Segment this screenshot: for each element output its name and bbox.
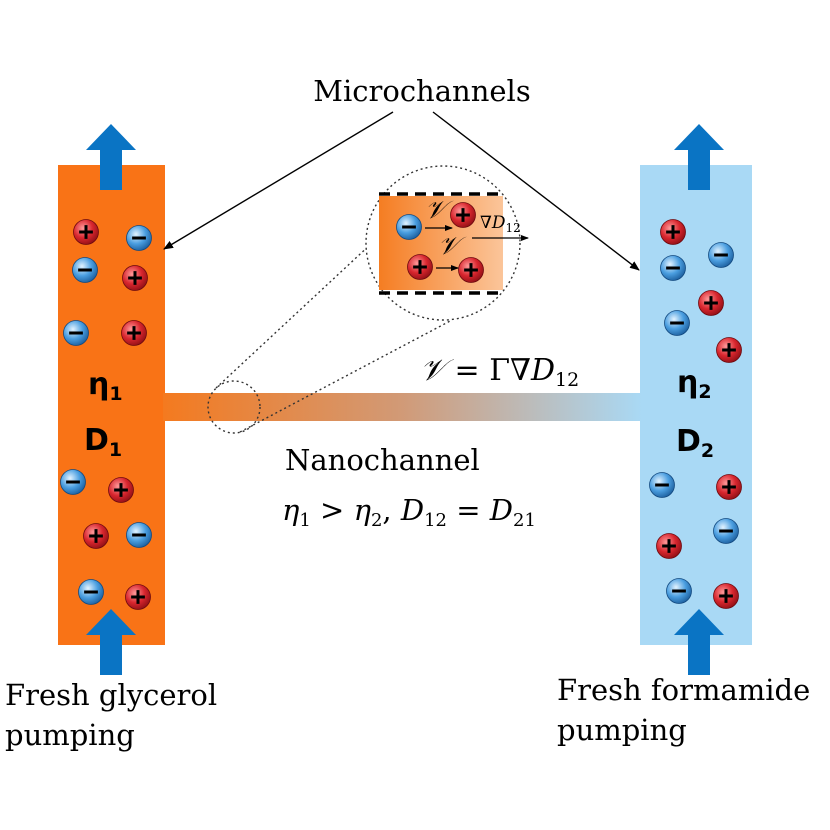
nanochannel-label: Nanochannel — [285, 443, 480, 477]
inset-gradient-label: ∇D12 — [480, 213, 521, 235]
right-microchannel — [640, 165, 752, 645]
anion-icon — [126, 522, 152, 548]
cation-icon — [108, 477, 134, 503]
cation-icon — [407, 254, 433, 280]
velocity-equation: 𝒱 = Γ∇D12 — [420, 353, 579, 391]
left-caption: Fresh glycerol pumping — [5, 678, 226, 752]
right-viscosity-label: η2 — [677, 365, 712, 403]
right-caption: Fresh formamide pumping — [557, 673, 820, 747]
anion-icon — [63, 320, 89, 346]
cation-icon — [121, 320, 147, 346]
inset-ions — [396, 202, 484, 283]
cation-icon — [122, 265, 148, 291]
ions — [60, 219, 742, 610]
anion-icon — [78, 579, 104, 605]
cation-icon — [450, 202, 476, 228]
anion-icon — [649, 472, 675, 498]
cation-icon — [713, 583, 739, 609]
right-outflow-arrow — [674, 124, 724, 190]
condition-equation: η1 > η2, D12 = D21 — [282, 493, 536, 531]
right-inflow-arrow — [674, 609, 724, 675]
anion-icon — [126, 225, 152, 251]
zoom-region-ellipse — [207, 380, 261, 434]
cation-icon — [698, 290, 724, 316]
left-inflow-arrow — [86, 609, 136, 675]
left-viscosity-label: η1 — [88, 367, 123, 405]
cation-icon — [716, 337, 742, 363]
anion-icon — [72, 257, 98, 283]
pointer-arrow-left — [163, 111, 394, 250]
left-diffusivity-label: D1 — [84, 423, 122, 461]
anion-icon — [708, 242, 734, 268]
cation-icon — [656, 533, 682, 559]
cation-icon — [716, 474, 742, 500]
left-outflow-arrow — [86, 124, 136, 190]
anion-icon — [664, 310, 690, 336]
anion-icon — [666, 578, 692, 604]
cation-icon — [458, 257, 484, 283]
anion-icon — [396, 214, 422, 240]
anion-icon — [713, 518, 739, 544]
anion-icon — [660, 255, 686, 281]
right-diffusivity-label: D2 — [676, 424, 714, 462]
cation-icon — [73, 219, 99, 245]
nanochannel — [163, 393, 642, 421]
cation-icon — [660, 219, 686, 245]
cation-icon — [83, 523, 109, 549]
pointer-arrow-right — [432, 111, 640, 271]
anion-icon — [60, 469, 86, 495]
cation-icon — [125, 584, 151, 610]
zoom-guide-upper — [215, 229, 387, 389]
microchannels-label: Microchannels — [313, 74, 530, 108]
